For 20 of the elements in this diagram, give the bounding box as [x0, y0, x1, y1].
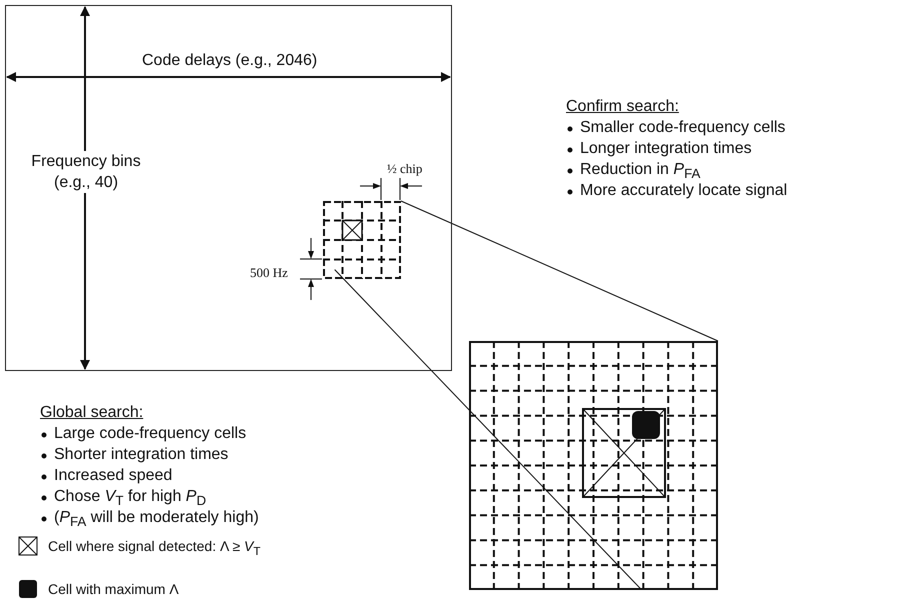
bullet-text: Smaller code-frequency cells — [580, 118, 786, 138]
bullet-text: Chose V$_{T}$ for high P$_{D}$ — [54, 487, 206, 510]
dimension-label: ½ chip — [387, 160, 422, 178]
bullet-text: Shorter integration times — [54, 445, 228, 465]
leader-line — [334, 269, 642, 590]
leader-line — [400, 200, 718, 342]
dimension-label: 500 Hz — [250, 264, 288, 282]
bullet-text: Increased speed — [54, 466, 172, 486]
section-heading: Global search: — [40, 403, 144, 423]
legend-text: Cell where signal detected: Λ ≥ V$_{T}$ — [48, 537, 260, 560]
bullet-text: (P$_{FA}$ will be moderately high) — [54, 508, 259, 532]
cell-grid — [469, 341, 718, 589]
bullet-text: Large code-frequency cells — [54, 424, 246, 444]
search-space-box — [5, 5, 452, 371]
cell-grid — [323, 201, 401, 279]
legend-text: Cell with maximum Λ — [48, 580, 179, 599]
bullet-text: Longer integration times — [580, 139, 752, 159]
bullet-text: Reduction in P$_{FA}$ — [580, 160, 700, 183]
section-heading: Confirm search: — [566, 97, 679, 117]
bullet-text: More accurately locate signal — [580, 181, 788, 201]
